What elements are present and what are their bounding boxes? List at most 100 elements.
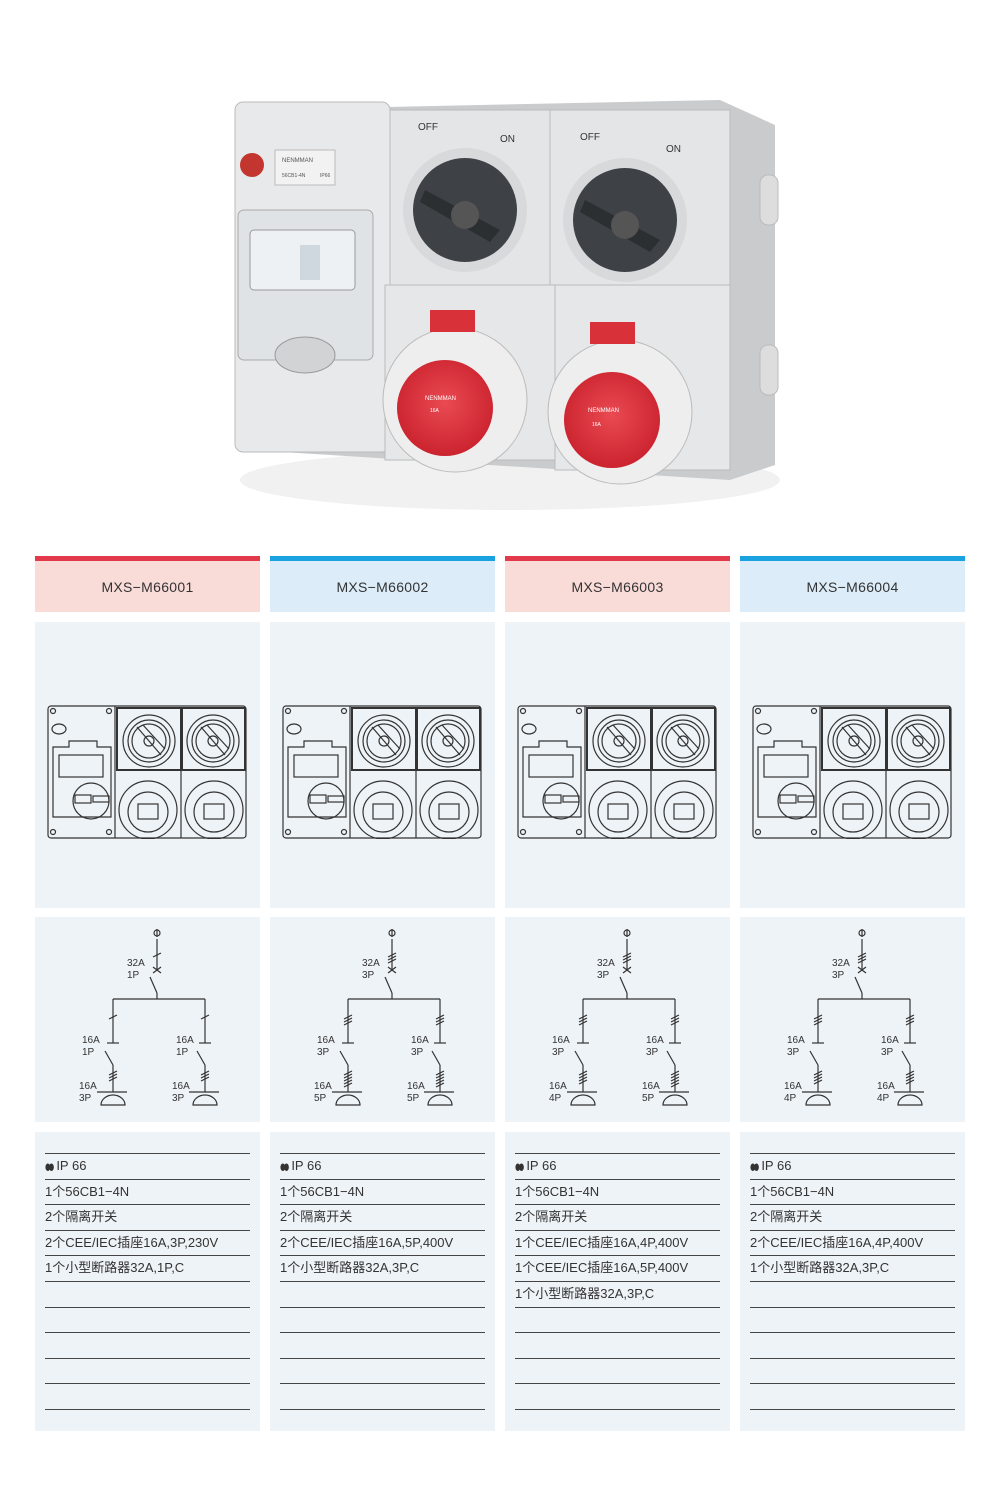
front-drawing-panel bbox=[35, 622, 260, 908]
socket-left-icon bbox=[100, 1094, 126, 1106]
socket-right-icon bbox=[192, 1094, 218, 1106]
spec-row: 2个CEE/IEC插座16A,3P,230V bbox=[45, 1231, 250, 1257]
color-strip bbox=[505, 556, 730, 561]
spec-row: 2个隔离开关 bbox=[45, 1205, 250, 1231]
spec-text: 1个CEE/IEC插座16A,5P,400V bbox=[515, 1260, 689, 1276]
spec-text: 2个隔离开关 bbox=[515, 1209, 588, 1225]
spec-row bbox=[515, 1384, 720, 1410]
socket-right-icon bbox=[662, 1094, 688, 1106]
model-column-3: MXS−M66003 bbox=[505, 556, 730, 1431]
spec-row: 1个56CB1−4N bbox=[750, 1180, 955, 1206]
spec-row bbox=[750, 1384, 955, 1410]
socket-right-icon bbox=[427, 1094, 453, 1106]
spec-text: IP 66 bbox=[526, 1158, 557, 1173]
branch-left-marks bbox=[813, 1014, 823, 1026]
phase-symbol-icon bbox=[388, 929, 396, 937]
branch-right-marks bbox=[200, 1014, 210, 1020]
off-label: OFF bbox=[580, 132, 600, 143]
spec-list-panel: ⬮⬮IP 66 1个56CB1−4N 2个隔离开关 1个CEE/IEC插座16A,4P… bbox=[505, 1132, 730, 1431]
model-column-2: MXS−M66002 bbox=[270, 556, 495, 1431]
model-name: MXS−M66002 bbox=[336, 578, 429, 595]
color-strip bbox=[35, 556, 260, 561]
branch-right-marks bbox=[905, 1014, 915, 1026]
branch-right-marks bbox=[435, 1014, 445, 1026]
spec-row bbox=[280, 1384, 485, 1410]
model-header: MXS−M66003 bbox=[505, 561, 730, 612]
model-header: MXS−M66004 bbox=[740, 561, 965, 612]
spec-row: 2个隔离开关 bbox=[280, 1205, 485, 1231]
spec-row: 1个小型断路器32A,3P,C bbox=[515, 1282, 720, 1308]
socket-brand-label: NENMMAN bbox=[588, 408, 619, 414]
breaker-x-icon bbox=[857, 966, 867, 974]
spec-row: 1个56CB1−4N bbox=[515, 1180, 720, 1206]
water-drop-icon: ⬮⬮ bbox=[280, 1162, 289, 1172]
model-column-4: MXS−M66004 bbox=[740, 556, 965, 1431]
color-strip bbox=[740, 556, 965, 561]
front-drawing-panel bbox=[505, 622, 730, 908]
wiring-schematic bbox=[97, 929, 219, 1106]
spec-text: 1个CEE/IEC插座16A,4P,400V bbox=[515, 1234, 689, 1250]
socket-left-marks bbox=[813, 1070, 823, 1085]
on-label: ON bbox=[500, 134, 515, 145]
spec-row: 1个56CB1−4N bbox=[280, 1180, 485, 1206]
spec-text: IP 66 bbox=[761, 1158, 792, 1173]
spec-row: ⬮⬮IP 66 bbox=[750, 1154, 955, 1180]
spec-row: 2个隔离开关 bbox=[515, 1205, 720, 1231]
spec-text: 1个小型断路器32A,3P,C bbox=[750, 1260, 890, 1276]
spec-row bbox=[280, 1308, 485, 1334]
socket-right-marks bbox=[670, 1070, 680, 1088]
spec-text: 1个56CB1−4N bbox=[750, 1183, 835, 1199]
spec-text: 1个小型断路器32A,1P,C bbox=[45, 1260, 185, 1276]
spec-text: 2个隔离开关 bbox=[750, 1209, 823, 1225]
spec-text: 2个隔离开关 bbox=[45, 1209, 118, 1225]
front-drawing-panel bbox=[270, 622, 495, 908]
spec-list: ⬮⬮IP 66 1个56CB1−4N 2个隔离开关 1个CEE/IEC插座16A,4P… bbox=[515, 1152, 720, 1410]
socket-rating-label: 16A bbox=[592, 422, 602, 428]
branch-right-marks bbox=[670, 1014, 680, 1026]
socket-brand-label: NENMMAN bbox=[425, 396, 456, 402]
branch-left-marks bbox=[578, 1014, 588, 1026]
brand-label: NENMMAN bbox=[282, 158, 313, 164]
spec-text: 2个CEE/IEC插座16A,3P,230V bbox=[45, 1234, 219, 1250]
breaker-model-label: 56CB1-4N bbox=[282, 173, 306, 179]
main-breaker-marks bbox=[622, 952, 632, 964]
socket-left-icon bbox=[335, 1094, 361, 1106]
spec-row: 1个56CB1−4N bbox=[45, 1180, 250, 1206]
spec-text: IP 66 bbox=[56, 1158, 87, 1173]
spec-text: 1个56CB1−4N bbox=[515, 1183, 600, 1199]
model-header: MXS−M66002 bbox=[270, 561, 495, 612]
spec-row bbox=[45, 1359, 250, 1385]
breaker-x-icon bbox=[152, 966, 162, 974]
spec-row: 1个小型断路器32A,1P,C bbox=[45, 1256, 250, 1282]
phase-symbol-icon bbox=[153, 929, 161, 937]
color-strip bbox=[270, 556, 495, 561]
spec-row bbox=[515, 1308, 720, 1334]
main-breaker-marks bbox=[857, 952, 867, 964]
spec-text: 1个56CB1−4N bbox=[280, 1183, 365, 1199]
spec-row: 2个隔离开关 bbox=[750, 1205, 955, 1231]
spec-row: ⬮⬮IP 66 bbox=[515, 1154, 720, 1180]
model-name: MXS−M66001 bbox=[101, 578, 194, 595]
socket-right-marks bbox=[435, 1070, 445, 1088]
front-drawing-panel bbox=[740, 622, 965, 908]
spec-row bbox=[515, 1333, 720, 1359]
socket-left-icon bbox=[805, 1094, 831, 1106]
